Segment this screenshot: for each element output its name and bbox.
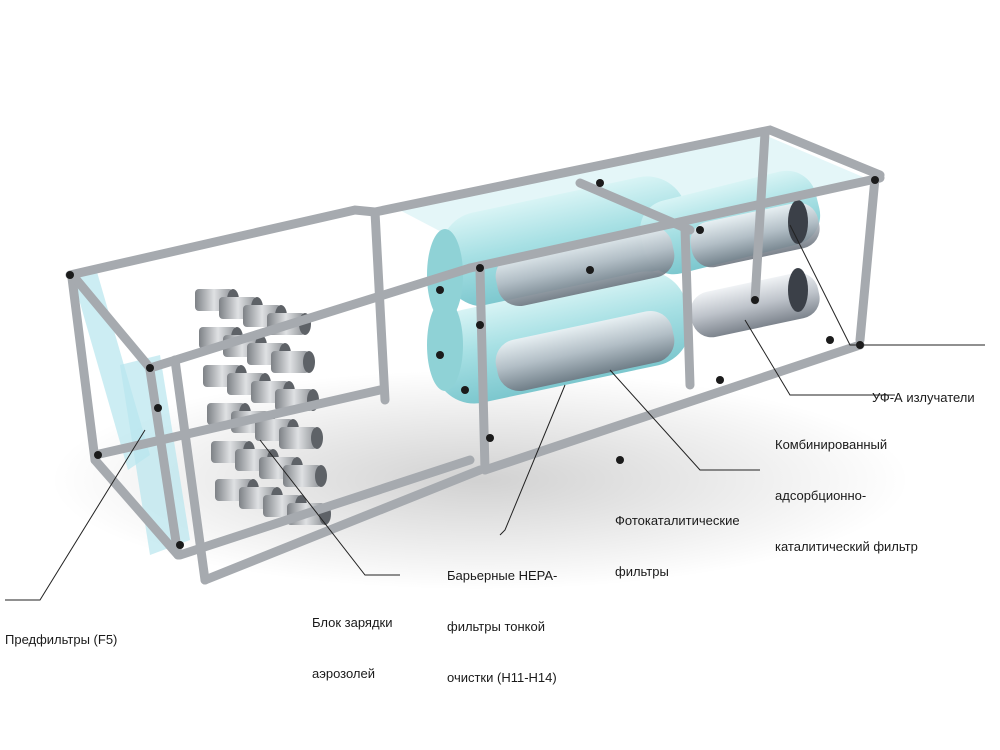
callout-combined-line-3: каталитический фильтр xyxy=(775,539,918,554)
leader-photocatalytic xyxy=(609,369,760,471)
uv-tube-end-2 xyxy=(788,268,808,312)
callout-hepa: Барьерные HEPA- фильтры тонкой очистки (… xyxy=(447,533,557,703)
bolt xyxy=(586,266,594,274)
bolt xyxy=(596,179,604,187)
callout-hepa-line-3: очистки (H11-H14) xyxy=(447,670,557,685)
callout-aerosol-line-1: Блок зарядки xyxy=(312,615,393,630)
frame-left-post-1 xyxy=(67,273,100,465)
uv-tubes xyxy=(495,200,820,392)
frame-bottom-right xyxy=(480,340,865,475)
hepa-cylinder-cap-front xyxy=(427,299,463,391)
leader-uv xyxy=(789,224,985,346)
callout-combined-line-1: Комбинированный xyxy=(775,437,888,452)
frame-left-post-2 xyxy=(145,365,183,560)
callout-hepa-line-2: фильтры тонкой xyxy=(447,619,545,634)
bolt xyxy=(94,451,102,459)
frame-left-back-bottom xyxy=(90,385,385,460)
bolt xyxy=(436,351,444,359)
frame-mid-post-front xyxy=(475,265,490,475)
aerosol-tube xyxy=(279,427,317,449)
frame-top-back xyxy=(370,125,885,217)
frame-back-right-post xyxy=(750,128,770,305)
bolt xyxy=(716,376,724,384)
aerosol-tube xyxy=(271,351,309,373)
callout-aerosol-line-2: аэрозолей xyxy=(312,666,376,681)
callout-prefilters: Предфильтры (F5) xyxy=(5,597,117,665)
bolt xyxy=(476,321,484,329)
uv-tube-4 xyxy=(690,272,820,338)
leader-prefilters xyxy=(5,429,146,601)
bolt xyxy=(696,226,704,234)
frame-divider-post xyxy=(680,223,695,390)
callout-photocatalytic-line-2: фильтры xyxy=(615,564,669,579)
leader-lines xyxy=(5,224,985,601)
callout-hepa-line-1: Барьерные HEPA- xyxy=(447,568,558,583)
frame-left-top xyxy=(65,205,380,280)
callout-combined-filter: Комбинированный адсорбционно- каталитиче… xyxy=(775,402,918,572)
aerosol-tube-end xyxy=(311,427,323,449)
aerosol-tube-end xyxy=(315,465,327,487)
callout-uv-line-1: УФ-А излучатели xyxy=(872,390,975,405)
leader-aerosol xyxy=(259,439,400,576)
frame-left-end-bottom xyxy=(90,455,183,560)
bolt xyxy=(826,336,834,344)
bolt xyxy=(461,386,469,394)
leader-hepa xyxy=(499,384,566,536)
bolt xyxy=(176,541,184,549)
callout-photocatalytic: Фотокаталитические фильтры xyxy=(615,478,740,597)
bolt xyxy=(616,456,624,464)
uv-tube-2 xyxy=(495,310,675,392)
frame-divider-top xyxy=(575,178,695,235)
frame-left-front-bottom xyxy=(175,455,475,560)
bolt xyxy=(751,296,759,304)
leader-combined xyxy=(744,319,895,396)
callout-combined-line-2: адсорбционно- xyxy=(775,488,867,503)
aerosol-tube-end xyxy=(303,351,315,373)
callout-prefilters-line-1: Предфильтры (F5) xyxy=(5,632,118,647)
bolt xyxy=(146,364,154,372)
frame-mid-post-back xyxy=(370,207,390,405)
frame-right-post xyxy=(855,173,880,345)
uv-tube-1 xyxy=(495,225,675,307)
bolts xyxy=(66,176,879,549)
frame-left-bottom-long xyxy=(200,465,485,585)
bolt xyxy=(154,404,162,412)
callout-aerosol-charging: Блок зарядки аэрозолей xyxy=(312,580,393,699)
bolt xyxy=(476,264,484,272)
bolt xyxy=(871,176,879,184)
uv-tube-end-1 xyxy=(788,200,808,244)
bolt xyxy=(486,434,494,442)
bolt xyxy=(66,271,74,279)
frame xyxy=(65,125,885,585)
frame-left-post-3 xyxy=(170,355,210,585)
callout-photocatalytic-line-1: Фотокаталитические xyxy=(615,513,740,528)
callout-uv-emitters: УФ-А излучатели xyxy=(872,355,975,423)
bolt xyxy=(436,286,444,294)
